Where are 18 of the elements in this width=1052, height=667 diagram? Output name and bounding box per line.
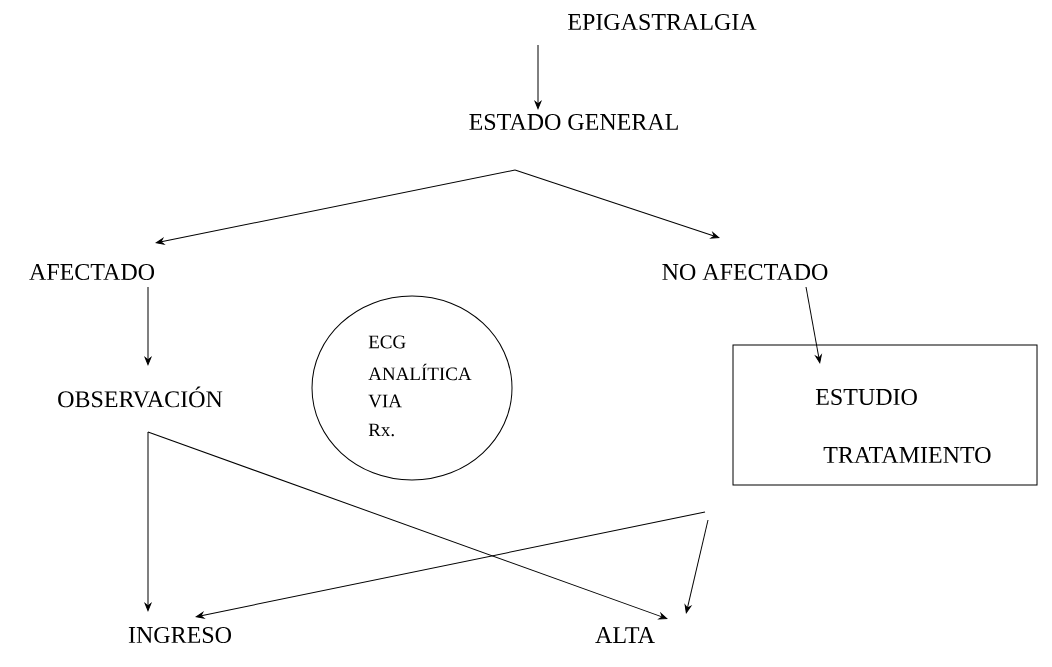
node-label: NO AFECTADO xyxy=(662,263,828,281)
node-label: ALTA xyxy=(595,627,655,643)
arrow xyxy=(805,286,822,364)
arrow xyxy=(195,511,706,619)
node-label: ESTADO GENERAL xyxy=(469,113,678,131)
node-label: AFECTADO xyxy=(29,263,155,281)
node-label: INGRESO xyxy=(128,626,231,644)
process-box: ESTUDIO TRATAMIENTO xyxy=(732,344,1038,486)
arrow xyxy=(155,169,516,245)
arrow xyxy=(684,519,709,614)
node-label: EPIGASTRALGIA xyxy=(568,13,757,31)
arrow xyxy=(514,169,720,239)
node-label: OBSERVACIÓN xyxy=(58,386,223,408)
ellipse-node: ECG ANALÍTICA VIA Rx. xyxy=(311,295,513,481)
arrow xyxy=(144,286,152,366)
arrow xyxy=(147,431,668,620)
arrow xyxy=(144,431,152,612)
arrow xyxy=(534,44,542,110)
